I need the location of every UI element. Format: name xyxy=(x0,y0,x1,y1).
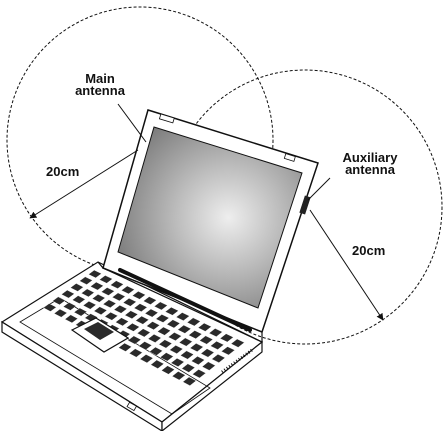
main-antenna-label-line2: antenna xyxy=(60,85,140,97)
main-antenna-leader xyxy=(118,104,146,142)
main-antenna-label: Main antenna xyxy=(60,73,140,97)
auxiliary-antenna-label: Auxiliary antenna xyxy=(326,152,414,176)
aux-distance-label: 20cm xyxy=(352,245,385,257)
main-distance-label: 20cm xyxy=(46,166,79,178)
aux-distance-arrow xyxy=(310,210,383,320)
auxiliary-antenna-label-line2: antenna xyxy=(326,164,414,176)
